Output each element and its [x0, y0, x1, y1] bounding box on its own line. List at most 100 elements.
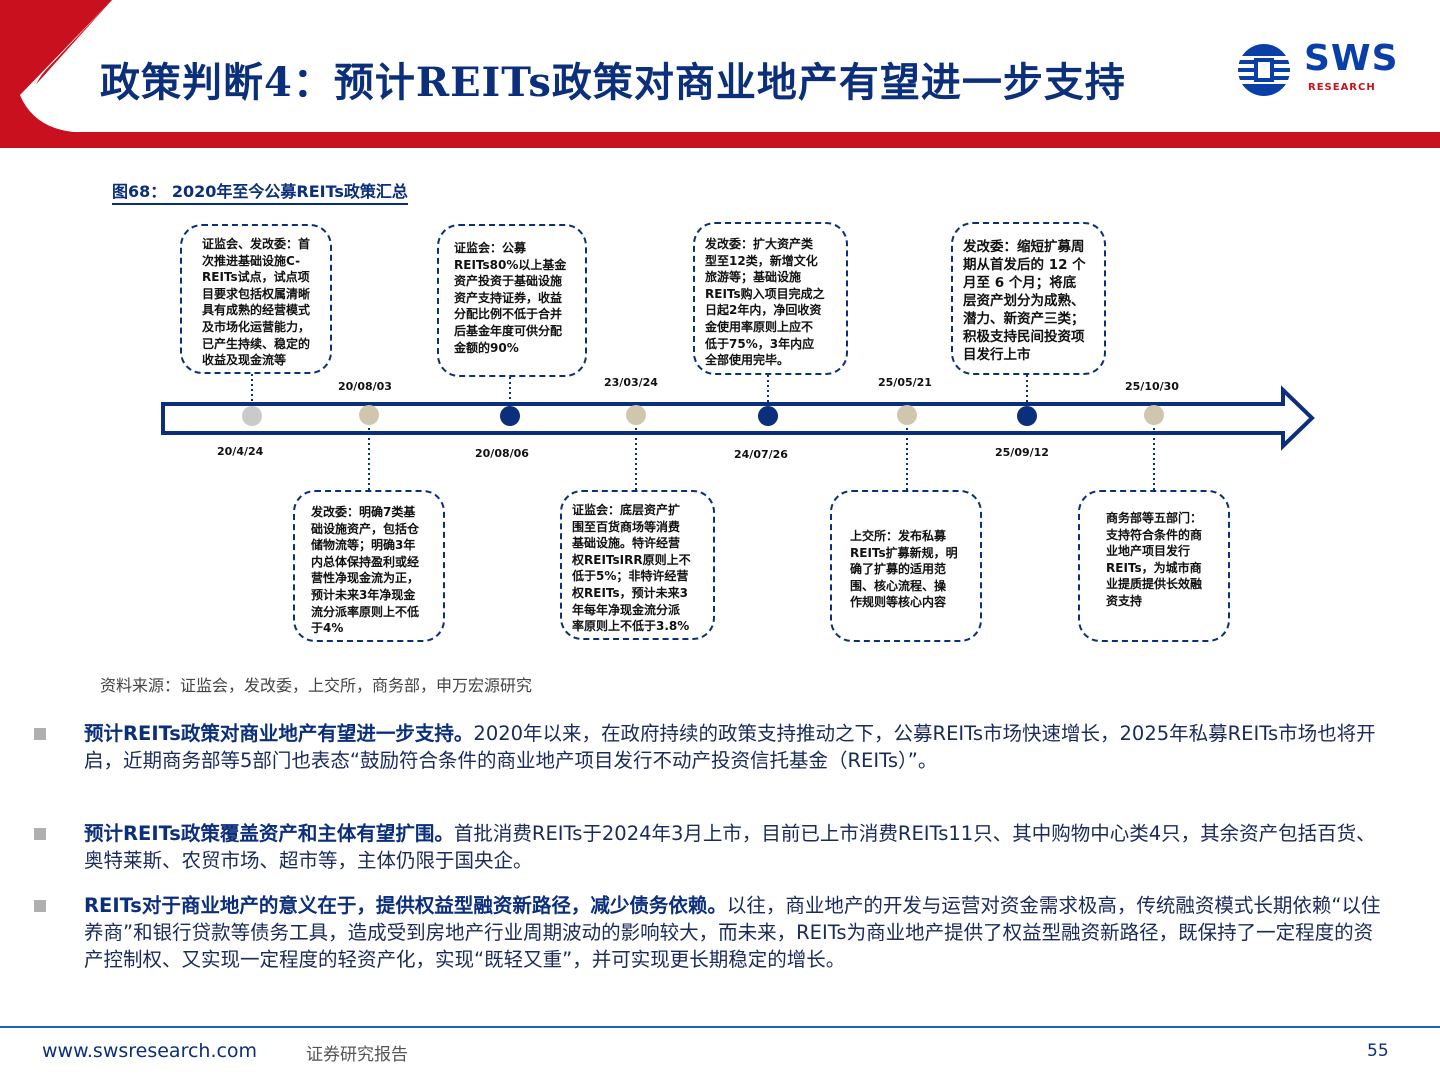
timeline-dot-2	[359, 405, 379, 425]
bullet-marker-1	[34, 728, 46, 740]
event-3-line-4: 资产支持证券，收益	[454, 290, 563, 305]
event-2-line-4: 内总体保持盈利或经	[311, 554, 420, 569]
event-3-line-6: 后基金年度可供分配	[454, 323, 563, 338]
event-2-line-5: 营性净现金流为正，	[311, 571, 420, 586]
bullet-paragraph-2: 预计REITs政策覆盖资产和主体有望扩围。首批消费REITs于2024年3月上市…	[84, 820, 1384, 874]
event-2-line-1: 发改委：明确7类基	[311, 505, 416, 519]
event-2-line-3: 储物流等；明确3年	[311, 538, 416, 553]
timeline-dot-6	[897, 405, 917, 425]
event-3-line-5: 分配比例不低于合并	[454, 307, 563, 322]
event-5-line-7: 低于75%，3年内应	[705, 336, 815, 351]
event-8-line-6: 资支持	[1106, 593, 1143, 608]
event-1-line-8: 收益及现金流等	[202, 353, 287, 368]
timeline-dot-7	[1017, 406, 1037, 426]
figure-source: 资料来源：证监会，发改委，上交所，商务部，申万宏源研究	[100, 676, 533, 695]
event-7-line-4: 层资产划分为成熟、	[963, 293, 1085, 309]
event-8-line-2: 支持符合条件的商	[1106, 527, 1203, 542]
event-5-line-2: 型至12类，新增文化	[705, 253, 818, 268]
event-date-2: 20/08/03	[338, 380, 392, 393]
event-6-line-5: 作规则等核心内容	[850, 595, 947, 610]
timeline-arrow	[161, 385, 1315, 451]
event-3-line-1: 证监会：公募	[454, 241, 527, 255]
event-box-5: 发改委：扩大资产类 型至12类，新增文化 旅游等；基础设施 REITs购入项目完…	[693, 222, 848, 375]
bullet-2-heading: 预计REITs政策覆盖资产和主体有望扩围。	[84, 822, 454, 845]
event-3-line-3: 资产投资于基础设施	[454, 274, 563, 289]
figure-title: 图68： 2020年至今公募REITs政策汇总	[112, 178, 408, 205]
footer-report-label: 证券研究报告	[306, 1045, 408, 1065]
event-5-line-8: 全部使用完毕。	[705, 353, 790, 368]
event-date-1: 20/4/24	[217, 445, 264, 458]
event-4-line-2: 围至百货商场等消费	[572, 519, 681, 534]
event-5-line-5: 日起2年内，净回收资	[705, 303, 822, 318]
event-4-line-7: 年每年净现金流分派	[572, 602, 681, 617]
event-6-line-4: 围、核心流程、操	[850, 578, 947, 593]
bullet-marker-2	[34, 828, 46, 840]
event-4-line-6: 权REITs，预计未来3	[572, 585, 688, 600]
event-5-line-4: REITs购入项目完成之	[705, 286, 825, 301]
event-1-line-6: 及市场化运营能力，	[202, 319, 311, 334]
event-date-7: 25/09/12	[995, 446, 1049, 459]
header-background	[0, 0, 1440, 148]
event-2-line-2: 础设施资产，包括仓	[311, 521, 420, 536]
event-7-line-5: 潜力、新资产三类；	[963, 311, 1085, 327]
bullet-paragraph-1: 预计REITs政策对商业地产有望进一步支持。2020年以来，在政府持续的政策支持…	[84, 720, 1384, 774]
event-4-line-5: 低于5%；非特许经营	[572, 569, 689, 584]
event-box-1: 证监会、发改委：首 次推进基础设施C- REITs试点，试点项 目要求包括权属清…	[180, 224, 332, 374]
event-5-line-3: 旅游等；基础设施	[705, 270, 802, 285]
event-6-line-3: 确了扩募的适用范	[850, 562, 947, 577]
event-2-line-6: 预计未来3年净现金	[311, 587, 416, 602]
sws-logo: SWS RESEARCH	[1232, 38, 1408, 98]
event-7-line-7: 目发行上市	[963, 347, 1031, 363]
bullet-1-text: 2020年以来，在政府持续的政策支持推动之下，公募REITs市场快速增长，202…	[84, 722, 1376, 772]
event-4-line-1: 证监会：底层资产扩	[572, 503, 681, 517]
bullet-3-text: 以往，商业地产的开发与运营对资金需求极高，传统融资模式长期依赖“以住养商”和银行…	[84, 894, 1381, 971]
event-1-line-1: 证监会、发改委：首	[202, 237, 311, 251]
logo-subtext: RESEARCH	[1308, 82, 1376, 93]
event-8-line-1: 商务部等五部门：	[1106, 511, 1203, 525]
event-box-7: 发改委：缩短扩募周 期从首发后的 12 个 月至 6 个月；将底 层资产划分为成…	[951, 222, 1106, 375]
event-3-line-2: REITs80%以上基金	[454, 257, 567, 272]
event-1-line-7: 已产生持续、稳定的	[202, 336, 311, 351]
logo-text: SWS	[1304, 38, 1399, 79]
event-date-4: 23/03/24	[604, 376, 658, 389]
event-box-8: 商务部等五部门： 支持符合条件的商 业地产项目发行 REITs，为城市商 业提质…	[1078, 490, 1230, 642]
event-box-3: 证监会：公募 REITs80%以上基金 资产投资于基础设施 资产支持证券，收益 …	[437, 224, 587, 377]
timeline-dot-3	[500, 406, 520, 426]
sws-globe-icon	[1238, 44, 1290, 96]
event-2-line-8: 于4%	[311, 621, 344, 636]
event-2-line-7: 流分派率原则上不低	[311, 604, 420, 619]
event-6-line-2: REITs扩募新规，明	[850, 545, 958, 560]
event-box-2: 发改委：明确7类基 础设施资产，包括仓 储物流等；明确3年 内总体保持盈利或经 …	[293, 490, 445, 642]
event-date-8: 25/10/30	[1125, 380, 1179, 393]
event-date-5: 24/07/26	[734, 448, 788, 461]
event-8-line-3: 业地产项目发行	[1106, 544, 1191, 559]
event-4-line-8: 率原则上不低于3.8%	[572, 619, 690, 634]
timeline-dot-8	[1144, 405, 1164, 425]
event-1-line-4: 目要求包括权属清晰	[202, 286, 311, 301]
footer-website-link[interactable]: www.swsresearch.com	[42, 1040, 258, 1062]
event-7-line-6: 积极支持民间投资项	[963, 329, 1085, 345]
event-1-line-5: 具有成熟的经营模式	[202, 303, 311, 318]
event-box-4: 证监会：底层资产扩 围至百货商场等消费 基础设施。特许经营 权REITsIRR原…	[560, 490, 715, 640]
page-title: 政策判断4：预计REITs政策对商业地产有望进一步支持	[100, 59, 1126, 106]
event-box-6: 上交所：发布私募 REITs扩募新规，明 确了扩募的适用范 围、核心流程、操 作…	[830, 490, 982, 642]
event-6-line-1: 上交所：发布私募	[850, 529, 947, 543]
event-8-line-5: 业提质提供长效融	[1106, 577, 1203, 592]
event-5-line-1: 发改委：扩大资产类	[705, 237, 814, 251]
bullet-paragraph-3: REITs对于商业地产的意义在于，提供权益型融资新路径，减少债务依赖。以往，商业…	[84, 892, 1384, 973]
event-3-line-7: 金额的90%	[454, 340, 519, 355]
bullet-2-text: 首批消费REITs于2024年3月上市，目前已上市消费REITs11只、其中购物…	[84, 822, 1376, 872]
event-5-line-6: 金使用率原则上应不	[705, 319, 814, 334]
event-1-line-2: 次推进基础设施C-	[202, 253, 301, 268]
event-4-line-3: 基础设施。特许经营	[572, 536, 681, 551]
page-number: 55	[1367, 1041, 1389, 1061]
timeline-dot-1	[242, 406, 262, 426]
bullet-1-heading: 预计REITs政策对商业地产有望进一步支持。	[84, 722, 474, 745]
event-7-line-2: 期从首发后的 12 个	[963, 257, 1086, 273]
event-7-line-1: 发改委：缩短扩募周	[963, 239, 1085, 255]
bullet-marker-3	[34, 900, 46, 912]
timeline-dot-5	[758, 406, 778, 426]
event-1-line-3: REITs试点，试点项	[202, 270, 310, 285]
event-date-3: 20/08/06	[475, 447, 529, 460]
event-4-line-4: 权REITsIRR原则上不	[572, 552, 691, 567]
